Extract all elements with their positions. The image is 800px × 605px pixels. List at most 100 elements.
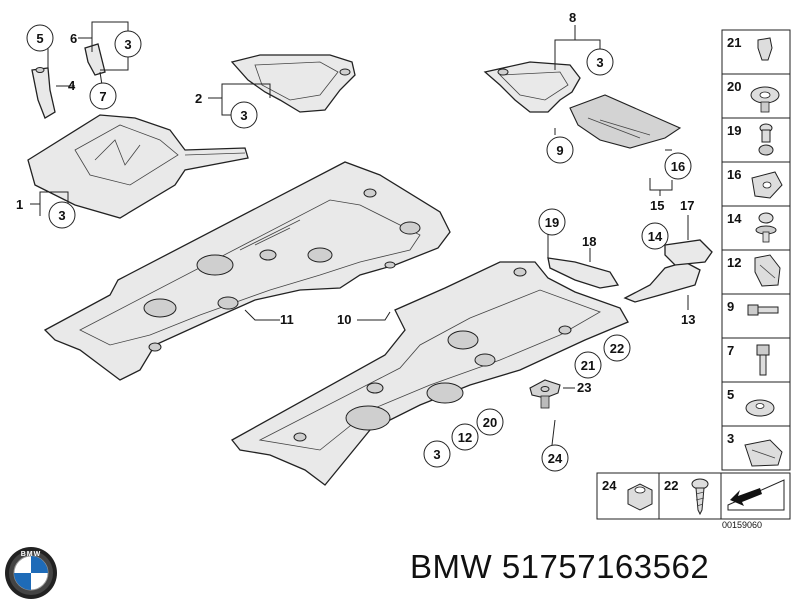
logo-text: BMW [20, 551, 42, 558]
svg-text:3: 3 [596, 55, 603, 70]
legend-num-12: 12 [727, 255, 741, 270]
legend-num-5: 5 [727, 387, 734, 402]
collar-screw-icon [755, 212, 777, 243]
callout-6: 6 [70, 31, 77, 46]
self-tapping-screw-icon [691, 478, 709, 516]
svg-text:3: 3 [58, 208, 65, 223]
svg-text:5: 5 [36, 31, 43, 46]
svg-text:21: 21 [581, 358, 595, 373]
svg-text:7: 7 [99, 89, 106, 104]
hex-bolt-icon [747, 304, 779, 316]
panel-2-shield [230, 54, 356, 113]
reference-code: 00159060 [722, 520, 763, 530]
svg-text:12: 12 [458, 430, 472, 445]
panel-wedge-icon [727, 479, 785, 511]
callout-12: 12 [451, 423, 479, 451]
clip-nut-icon [751, 171, 783, 199]
svg-text:1: 1 [16, 197, 23, 212]
hex-nut-icon [627, 483, 653, 511]
bottom-legend: 24 22 [596, 472, 791, 520]
panel-11-underbody-shield [43, 161, 451, 381]
bmw-roundel-icon [5, 547, 57, 599]
legend-num-16: 16 [727, 167, 741, 182]
svg-text:18: 18 [582, 234, 596, 249]
bottom-legend-num-24: 24 [602, 478, 617, 493]
bracket-13 [623, 239, 713, 303]
callout-3b: 3 [48, 201, 76, 229]
legend-num-7: 7 [727, 343, 734, 358]
svg-text:23: 23 [577, 380, 591, 395]
callout-17: 17 [680, 198, 694, 213]
leader-lines [30, 21, 689, 446]
callouts: 5 4 6 3 7 1 3 2 3 8 3 9 16 15 17 11 10 1… [16, 10, 695, 472]
callout-19: 19 [538, 208, 566, 236]
bracket-4 [31, 67, 56, 119]
panel-10-underbody-shield [231, 261, 629, 486]
panel-9-shield [483, 61, 581, 113]
legend-num-21: 21 [727, 35, 741, 50]
svg-text:16: 16 [671, 159, 685, 174]
callout-21: 21 [574, 351, 602, 379]
svg-text:3: 3 [240, 108, 247, 123]
callout-8: 8 [569, 10, 576, 25]
legend-num-14: 14 [727, 211, 742, 226]
svg-text:6: 6 [70, 31, 77, 46]
svg-text:10: 10 [337, 312, 351, 327]
callout-4: 4 [68, 78, 76, 93]
panel-16-shield [569, 94, 682, 149]
svg-text:15: 15 [650, 198, 664, 213]
svg-text:3: 3 [433, 447, 440, 462]
fastener-23-detail [529, 379, 561, 409]
legend-num-19: 19 [727, 123, 741, 138]
legend-num-20: 20 [727, 79, 741, 94]
callout-3a: 3 [114, 30, 142, 58]
svg-text:2: 2 [195, 91, 202, 106]
callout-3d: 3 [586, 48, 614, 76]
svg-text:11: 11 [280, 312, 294, 327]
svg-text:17: 17 [680, 198, 694, 213]
svg-text:13: 13 [681, 312, 695, 327]
expanding-rivet-icon [750, 86, 780, 113]
callout-16: 16 [664, 152, 692, 180]
bottom-legend-num-22: 22 [664, 478, 678, 493]
callout-20: 20 [476, 408, 504, 436]
svg-text:9: 9 [556, 143, 563, 158]
push-rivet-icon [757, 37, 773, 61]
svg-text:20: 20 [483, 415, 497, 430]
legend-num-9: 9 [727, 299, 734, 314]
spring-clip-icon [754, 254, 781, 287]
legend-num-3: 3 [727, 431, 734, 446]
svg-text:4: 4 [68, 78, 76, 93]
fastener-legend: 21 20 19 16 14 12 9 7 5 3 [721, 29, 791, 471]
callout-22: 22 [603, 334, 631, 362]
flange-bolt-icon [756, 344, 770, 376]
callout-3e: 3 [423, 440, 451, 468]
callout-7: 7 [89, 82, 117, 110]
svg-text:14: 14 [648, 229, 663, 244]
panel-1-shield [27, 114, 249, 219]
callout-5: 5 [26, 24, 54, 52]
svg-text:22: 22 [610, 341, 624, 356]
svg-text:24: 24 [548, 451, 563, 466]
bracket-18 [547, 257, 620, 289]
bracket-6 [84, 43, 106, 76]
callout-2: 2 [195, 91, 202, 106]
bmw-logo: BMW [4, 546, 58, 600]
washer-icon [745, 399, 775, 417]
part-number-title: BMW 51757163562 [410, 548, 710, 585]
callout-14: 14 [641, 222, 669, 250]
callout-18: 18 [582, 234, 596, 249]
speed-nut-icon [744, 439, 783, 467]
svg-text:3: 3 [124, 37, 131, 52]
callout-3c: 3 [230, 101, 258, 129]
callout-11: 11 [280, 312, 294, 327]
svg-text:19: 19 [545, 215, 559, 230]
svg-text:8: 8 [569, 10, 576, 25]
callout-10: 10 [337, 312, 351, 327]
callout-15: 15 [650, 198, 664, 213]
callout-9: 9 [546, 136, 574, 164]
callout-13: 13 [681, 312, 695, 327]
callout-1: 1 [16, 197, 23, 212]
